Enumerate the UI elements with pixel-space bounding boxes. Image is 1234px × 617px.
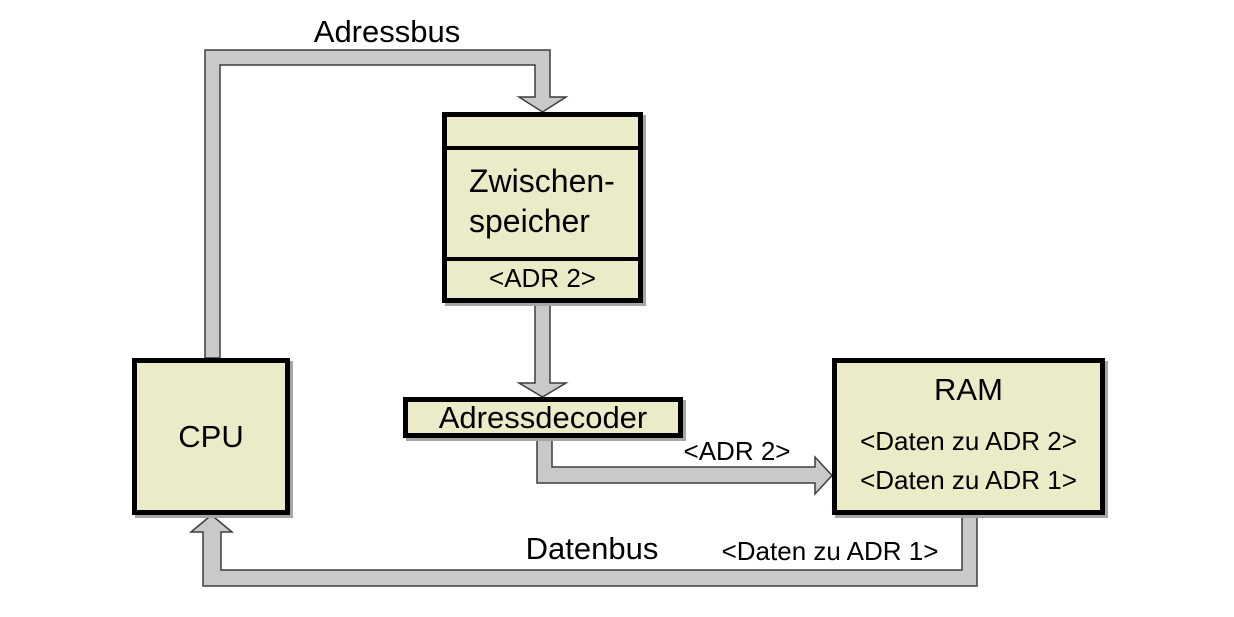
cpu-box: CPU (132, 358, 290, 515)
ram-entry-adr1: <Daten zu ADR 1> (860, 465, 1077, 495)
datenbus-arrow (188, 514, 978, 587)
address-decoder-label: Adressdecoder (438, 400, 648, 435)
buffer-label: Zwischen- speicher (447, 150, 638, 261)
adressbus-arrow (204, 49, 569, 359)
buffer-empty-slot (447, 117, 638, 150)
buffer-box: Zwischen- speicher <ADR 2> (442, 112, 643, 303)
adressbus-label: Adressbus (313, 14, 461, 49)
datenbus-label: Datenbus (525, 531, 659, 566)
buffer-label-line2: speicher (469, 203, 590, 239)
cpu-label: CPU (178, 419, 244, 454)
address-decoder-box: Adressdecoder (403, 397, 683, 438)
ram-entry-adr2: <Daten zu ADR 2> (860, 426, 1077, 456)
ram-entries: <Daten zu ADR 2> <Daten zu ADR 1> (860, 422, 1077, 500)
buffer-to-decoder-arrow (516, 302, 569, 398)
buffer-label-line1: Zwischen- (469, 163, 615, 199)
decoder-to-ram-arrow (536, 437, 834, 496)
datenbus-adr1-label: <Daten zu ADR 1> (721, 536, 939, 566)
ram-title: RAM (934, 372, 1003, 407)
ram-box: RAM <Daten zu ADR 2> <Daten zu ADR 1> (832, 358, 1105, 515)
buffer-slot-label: <ADR 2> (489, 262, 596, 293)
addressbus-adr2-label: <ADR 2> (683, 436, 791, 466)
